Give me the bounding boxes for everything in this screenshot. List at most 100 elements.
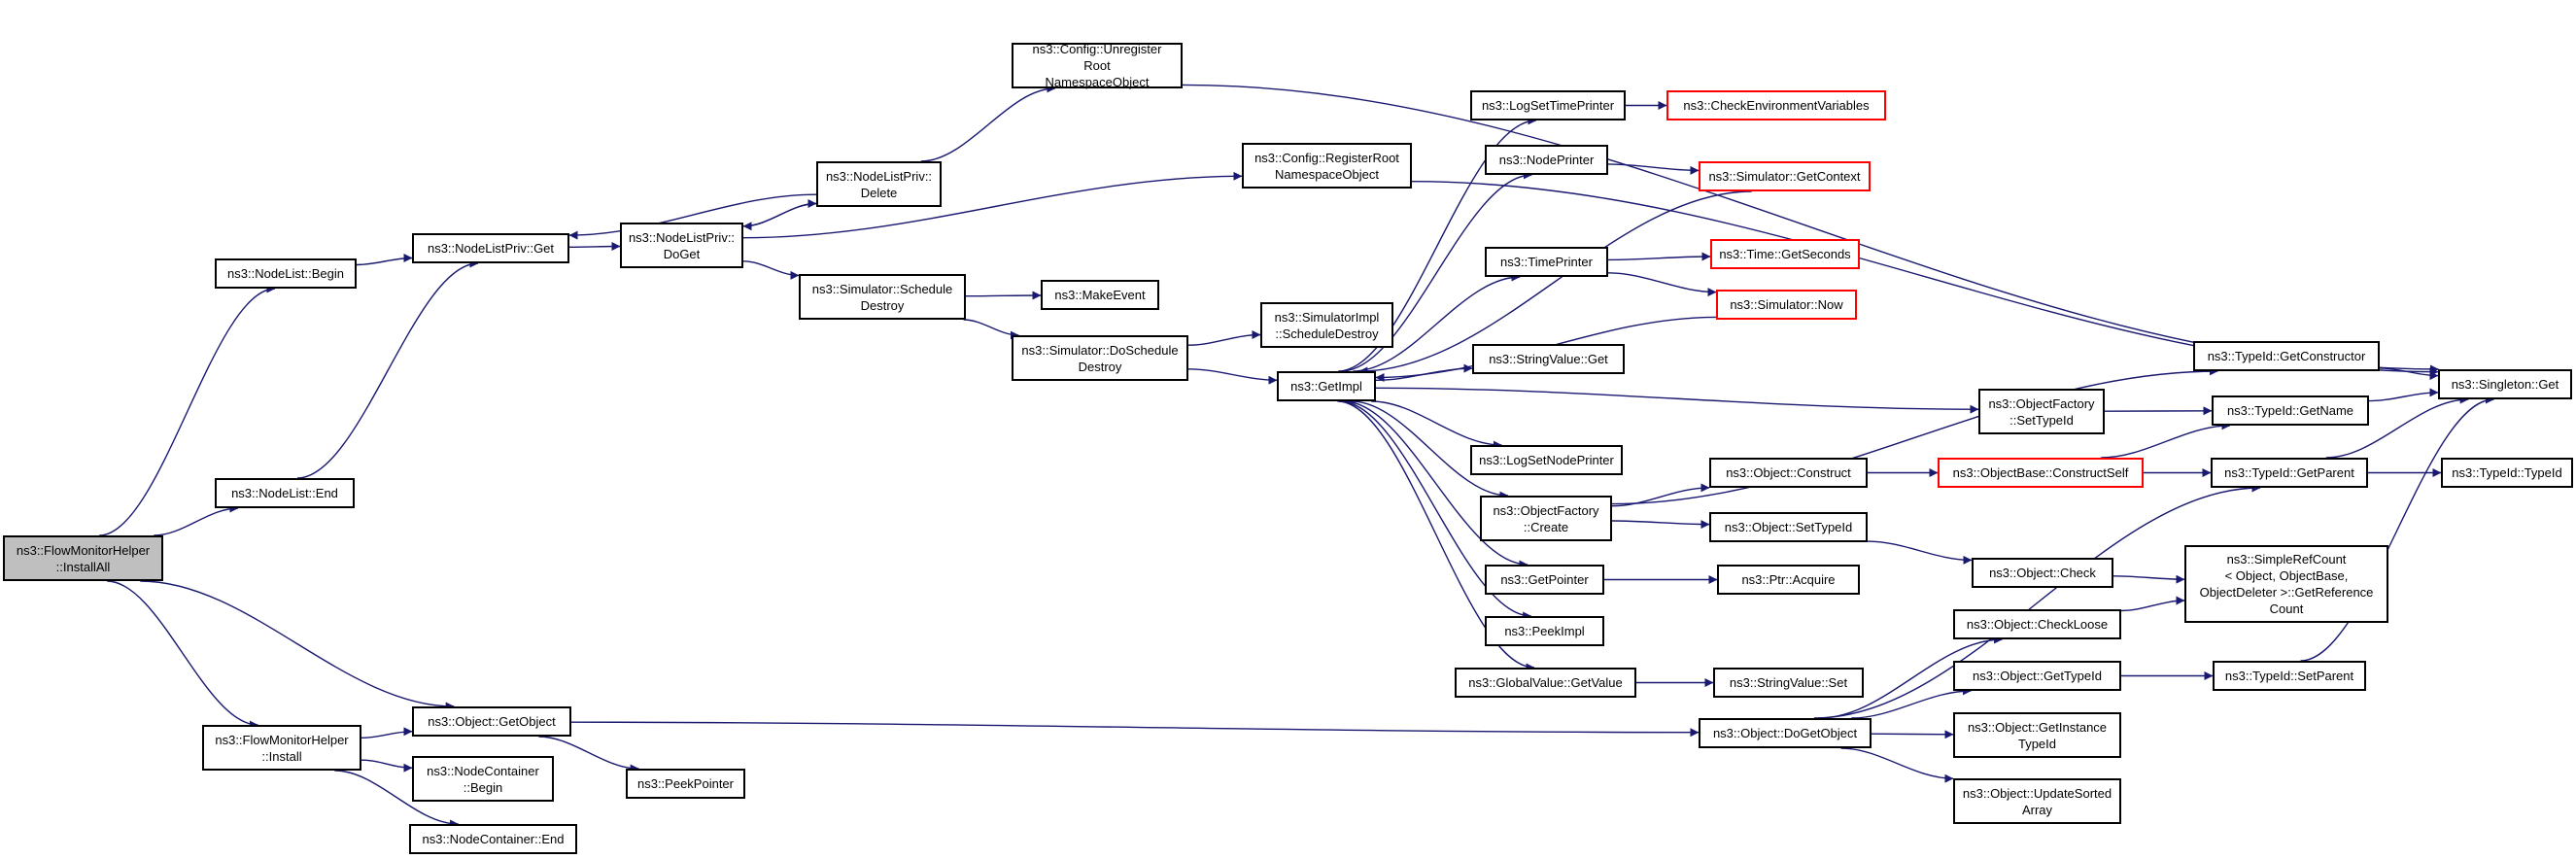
- edge-fmh_install-to-nodecontainer_end: [334, 770, 460, 829]
- node-object-getobject[interactable]: ns3::Object::GetObject: [412, 706, 571, 737]
- node-simimpl-schedule-destroy[interactable]: ns3::SimulatorImpl ::ScheduleDestroy: [1260, 302, 1393, 348]
- node-sim-doschedule-destroy[interactable]: ns3::Simulator::DoSchedule Destroy: [1012, 335, 1188, 381]
- edge-sim_getcontext-to-getimpl: [1358, 190, 1752, 376]
- node-typeid-getname[interactable]: ns3::TypeId::GetName: [2212, 395, 2369, 426]
- edge-object_settypeid-to-object_check: [1867, 540, 1973, 565]
- node-config-register[interactable]: ns3::Config::RegisterRoot NamespaceObjec…: [1242, 143, 1412, 189]
- edge-sim_doschedule_destroy-to-simimpl_schedule_destroy: [1187, 330, 1261, 346]
- node-object-gettypeid[interactable]: ns3::Object::GetTypeId: [1953, 661, 2121, 691]
- node-nodelist-begin[interactable]: ns3::NodeList::Begin: [215, 258, 357, 289]
- edge-timeprinter-to-time_getseconds: [1607, 252, 1711, 261]
- edge-object_getobject-to-peekpointer: [538, 736, 639, 773]
- edge-nodelistpriv_doget-to-config_register: [742, 171, 1243, 239]
- edge-getimpl-to-nodeprinter: [1341, 170, 1532, 372]
- edge-nodelistpriv_doget-to-sim_schedule_destroy: [742, 260, 800, 280]
- edge-typeid_getname-to-singleton_get: [2368, 388, 2439, 402]
- node-nodelistpriv-get[interactable]: ns3::NodeListPriv::Get: [412, 233, 569, 263]
- node-stringvalue-get[interactable]: ns3::StringValue::Get: [1472, 344, 1625, 374]
- node-objectbase-constructself[interactable]: ns3::ObjectBase::ConstructSelf: [1938, 458, 2144, 488]
- edge-objectfactory_create-to-object_construct: [1611, 483, 1710, 507]
- node-logsettimeprinter[interactable]: ns3::LogSetTimePrinter: [1470, 90, 1626, 120]
- node-typeid-typeid[interactable]: ns3::TypeId::TypeId: [2441, 458, 2573, 488]
- node-config-unregister[interactable]: ns3::Config::Unregister Root NamespaceOb…: [1012, 42, 1183, 89]
- node-checkenv[interactable]: ns3::CheckEnvironmentVariables: [1666, 90, 1886, 120]
- node-simplerefcount[interactable]: ns3::SimpleRefCount < Object, ObjectBase…: [2184, 545, 2388, 623]
- node-object-getinstancetypeid[interactable]: ns3::Object::GetInstance TypeId: [1953, 712, 2121, 758]
- edge-sim_schedule_destroy-to-makeevent: [965, 291, 1042, 300]
- node-object-check[interactable]: ns3::Object::Check: [1972, 558, 2113, 588]
- edge-install_all-to-nodelist_end: [154, 503, 239, 536]
- node-install-all: ns3::FlowMonitorHelper ::InstallAll: [3, 535, 163, 581]
- node-getpointer[interactable]: ns3::GetPointer: [1485, 565, 1604, 595]
- edge-object_dogetobject-to-object_gettypeid: [1851, 686, 1972, 719]
- node-stringvalue-set[interactable]: ns3::StringValue::Set: [1713, 668, 1864, 698]
- edge-nodelist_end-to-nodelistpriv_get: [296, 258, 479, 479]
- edge-object_getobject-to-object_dogetobject: [570, 721, 1700, 738]
- edge-install_all-to-object_getobject: [140, 580, 455, 711]
- node-nodeprinter[interactable]: ns3::NodePrinter: [1485, 145, 1608, 175]
- node-typeid-setparent[interactable]: ns3::TypeId::SetParent: [2213, 661, 2366, 691]
- edge-object_check-to-simplerefcount: [2112, 574, 2185, 584]
- node-peekimpl[interactable]: ns3::PeekImpl: [1485, 616, 1604, 646]
- edge-getimpl-to-peekimpl: [1339, 400, 1532, 621]
- edge-fmh_install-to-object_getobject: [361, 727, 413, 739]
- node-nodecontainer-end[interactable]: ns3::NodeContainer::End: [409, 824, 577, 854]
- edge-timeprinter-to-sim_now: [1607, 272, 1717, 297]
- edge-nodeprinter-to-sim_getcontext: [1607, 163, 1700, 175]
- edge-nodelistpriv_delete-to-nodelistpriv_doget: [742, 202, 817, 231]
- node-objectfactory-settypeid[interactable]: ns3::ObjectFactory ::SetTypeId: [1978, 389, 2105, 434]
- edge-sim_schedule_destroy-to-sim_doschedule_destroy: [963, 319, 1019, 340]
- edge-getimpl-to-logsettimeprinter: [1338, 116, 1537, 372]
- node-sim-now[interactable]: ns3::Simulator::Now: [1716, 290, 1857, 320]
- edge-objectbase_constructself-to-typeid_getname: [2101, 421, 2231, 459]
- node-nodelistpriv-delete[interactable]: ns3::NodeListPriv:: Delete: [816, 161, 942, 207]
- node-object-updatesortedarray[interactable]: ns3::Object::UpdateSorted Array: [1953, 778, 2121, 824]
- edge-nodelistpriv_get-to-nodelistpriv_doget: [568, 242, 621, 252]
- edge-getimpl-to-logsetnodeprinter: [1371, 400, 1502, 450]
- edge-nodelistpriv_delete-to-nodelistpriv_get: [568, 193, 817, 240]
- edge-getimpl-to-objectfactory_create: [1351, 400, 1509, 500]
- node-globalvalue-getvalue[interactable]: ns3::GlobalValue::GetValue: [1455, 668, 1636, 698]
- edge-object_dogetobject-to-object_checkloose: [1819, 635, 2004, 719]
- edge-typeid_getparent-to-singleton_get: [2325, 395, 2469, 459]
- edge-fmh_install-to-nodecontainer_begin: [361, 759, 413, 773]
- node-object-settypeid[interactable]: ns3::Object::SetTypeId: [1709, 512, 1868, 542]
- edge-objectfactory_create-to-object_settypeid: [1611, 520, 1710, 530]
- edge-object_dogetobject-to-typeid_getparent: [1813, 483, 2261, 719]
- edge-object_dogetobject-to-object_getinstancetypeid: [1871, 730, 1954, 739]
- edge-typeid_setparent-to-singleton_get: [2300, 395, 2494, 662]
- node-time-getseconds[interactable]: ns3::Time::GetSeconds: [1710, 239, 1860, 269]
- edge-typeid_getconstructor-to-singleton_get: [2379, 367, 2439, 381]
- node-nodecontainer-begin[interactable]: ns3::NodeContainer ::Begin: [412, 756, 554, 802]
- node-fmh-install[interactable]: ns3::FlowMonitorHelper ::Install: [202, 725, 361, 771]
- node-object-construct[interactable]: ns3::Object::Construct: [1709, 458, 1868, 488]
- node-objectfactory-create[interactable]: ns3::ObjectFactory ::Create: [1480, 496, 1612, 541]
- edge-getimpl-to-timeprinter: [1353, 272, 1521, 372]
- node-object-dogetobject[interactable]: ns3::Object::DoGetObject: [1699, 718, 1872, 748]
- node-timeprinter[interactable]: ns3::TimePrinter: [1485, 247, 1608, 277]
- node-sim-schedule-destroy[interactable]: ns3::Simulator::Schedule Destroy: [799, 274, 966, 320]
- node-makeevent[interactable]: ns3::MakeEvent: [1041, 280, 1159, 310]
- edge-install_all-to-fmh_install: [107, 580, 258, 730]
- node-peekpointer[interactable]: ns3::PeekPointer: [626, 769, 745, 799]
- edge-getimpl-to-objectfactory_settypeid: [1375, 387, 1979, 414]
- node-singleton-get[interactable]: ns3::Singleton::Get: [2438, 369, 2572, 399]
- node-sim-getcontext[interactable]: ns3::Simulator::GetContext: [1699, 161, 1871, 191]
- edge-nodelistpriv_delete-to-config_unregister: [920, 84, 1056, 162]
- node-logsetnodeprinter[interactable]: ns3::LogSetNodePrinter: [1470, 445, 1623, 475]
- node-typeid-getparent[interactable]: ns3::TypeId::GetParent: [2211, 458, 2368, 488]
- node-getimpl[interactable]: ns3::GetImpl: [1277, 371, 1376, 401]
- node-typeid-getconstructor[interactable]: ns3::TypeId::GetConstructor: [2193, 341, 2380, 371]
- node-nodelistpriv-doget[interactable]: ns3::NodeListPriv:: DoGet: [620, 223, 743, 268]
- edge-getimpl-to-getpointer: [1343, 400, 1528, 569]
- node-nodelist-end[interactable]: ns3::NodeList::End: [215, 478, 355, 508]
- edge-objectfactory_create-to-typeid_getconstructor: [1611, 366, 2218, 505]
- edge-install_all-to-nodelist_begin: [99, 284, 276, 536]
- node-object-checkloose[interactable]: ns3::Object::CheckLoose: [1953, 609, 2121, 639]
- edge-object_checkloose-to-simplerefcount: [2120, 596, 2185, 612]
- edge-getimpl-to-globalvalue_getvalue: [1337, 400, 1535, 672]
- node-ptr-acquire[interactable]: ns3::Ptr::Acquire: [1717, 565, 1860, 595]
- edge-sim_doschedule_destroy-to-getimpl: [1187, 368, 1278, 385]
